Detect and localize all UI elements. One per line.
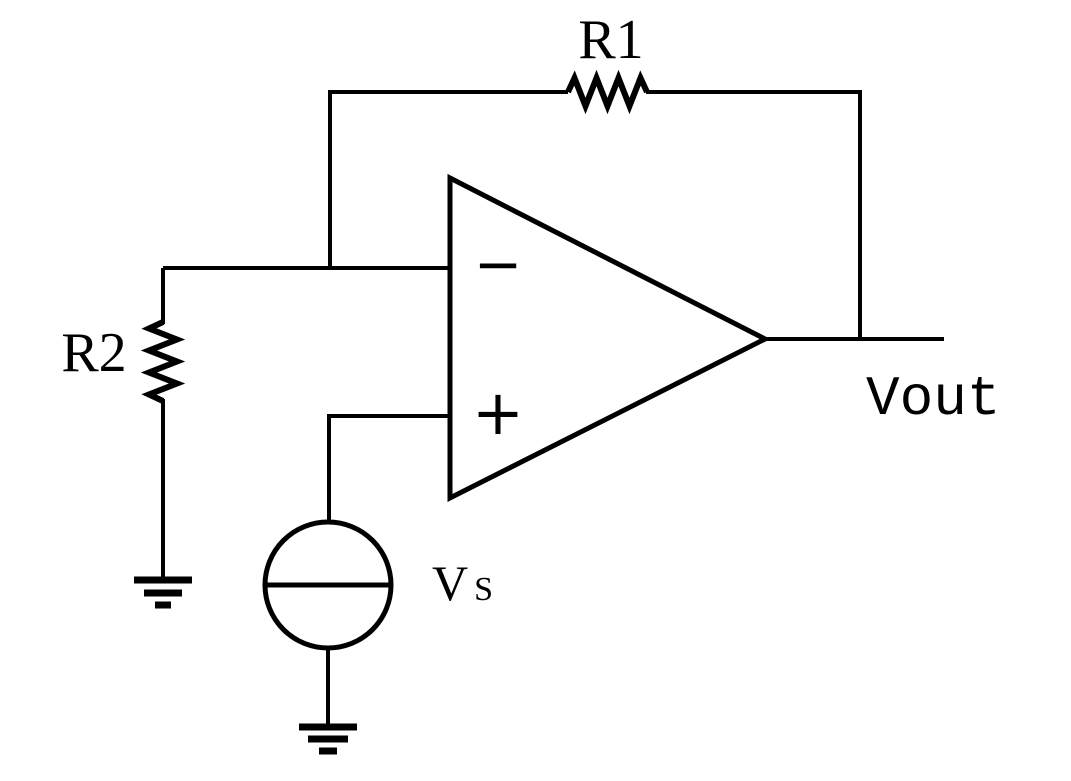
wires — [161, 90, 944, 726]
ground-symbol-vs — [299, 723, 357, 755]
noninverting-input-wire — [327, 414, 450, 524]
ground-symbol-r2 — [134, 576, 192, 609]
r1-label: R1 — [578, 9, 643, 71]
feedback-wire-left — [328, 90, 568, 268]
vs-source-circle — [262, 519, 394, 651]
components — [140, 69, 771, 651]
vout-label: Vout — [866, 367, 1000, 431]
noninverting-input-symbol: + — [472, 376, 524, 449]
feedback-wire-right — [646, 90, 862, 339]
r2-label: R2 — [61, 322, 126, 384]
opamp-triangle — [447, 173, 771, 503]
vs-label: V S — [432, 555, 493, 611]
vs-label-main: V — [432, 555, 468, 611]
vs-label-sub: S — [474, 571, 493, 608]
r2-resistor — [140, 319, 186, 404]
inverting-input-symbol: − — [474, 230, 523, 298]
r1-resistor — [565, 69, 650, 115]
